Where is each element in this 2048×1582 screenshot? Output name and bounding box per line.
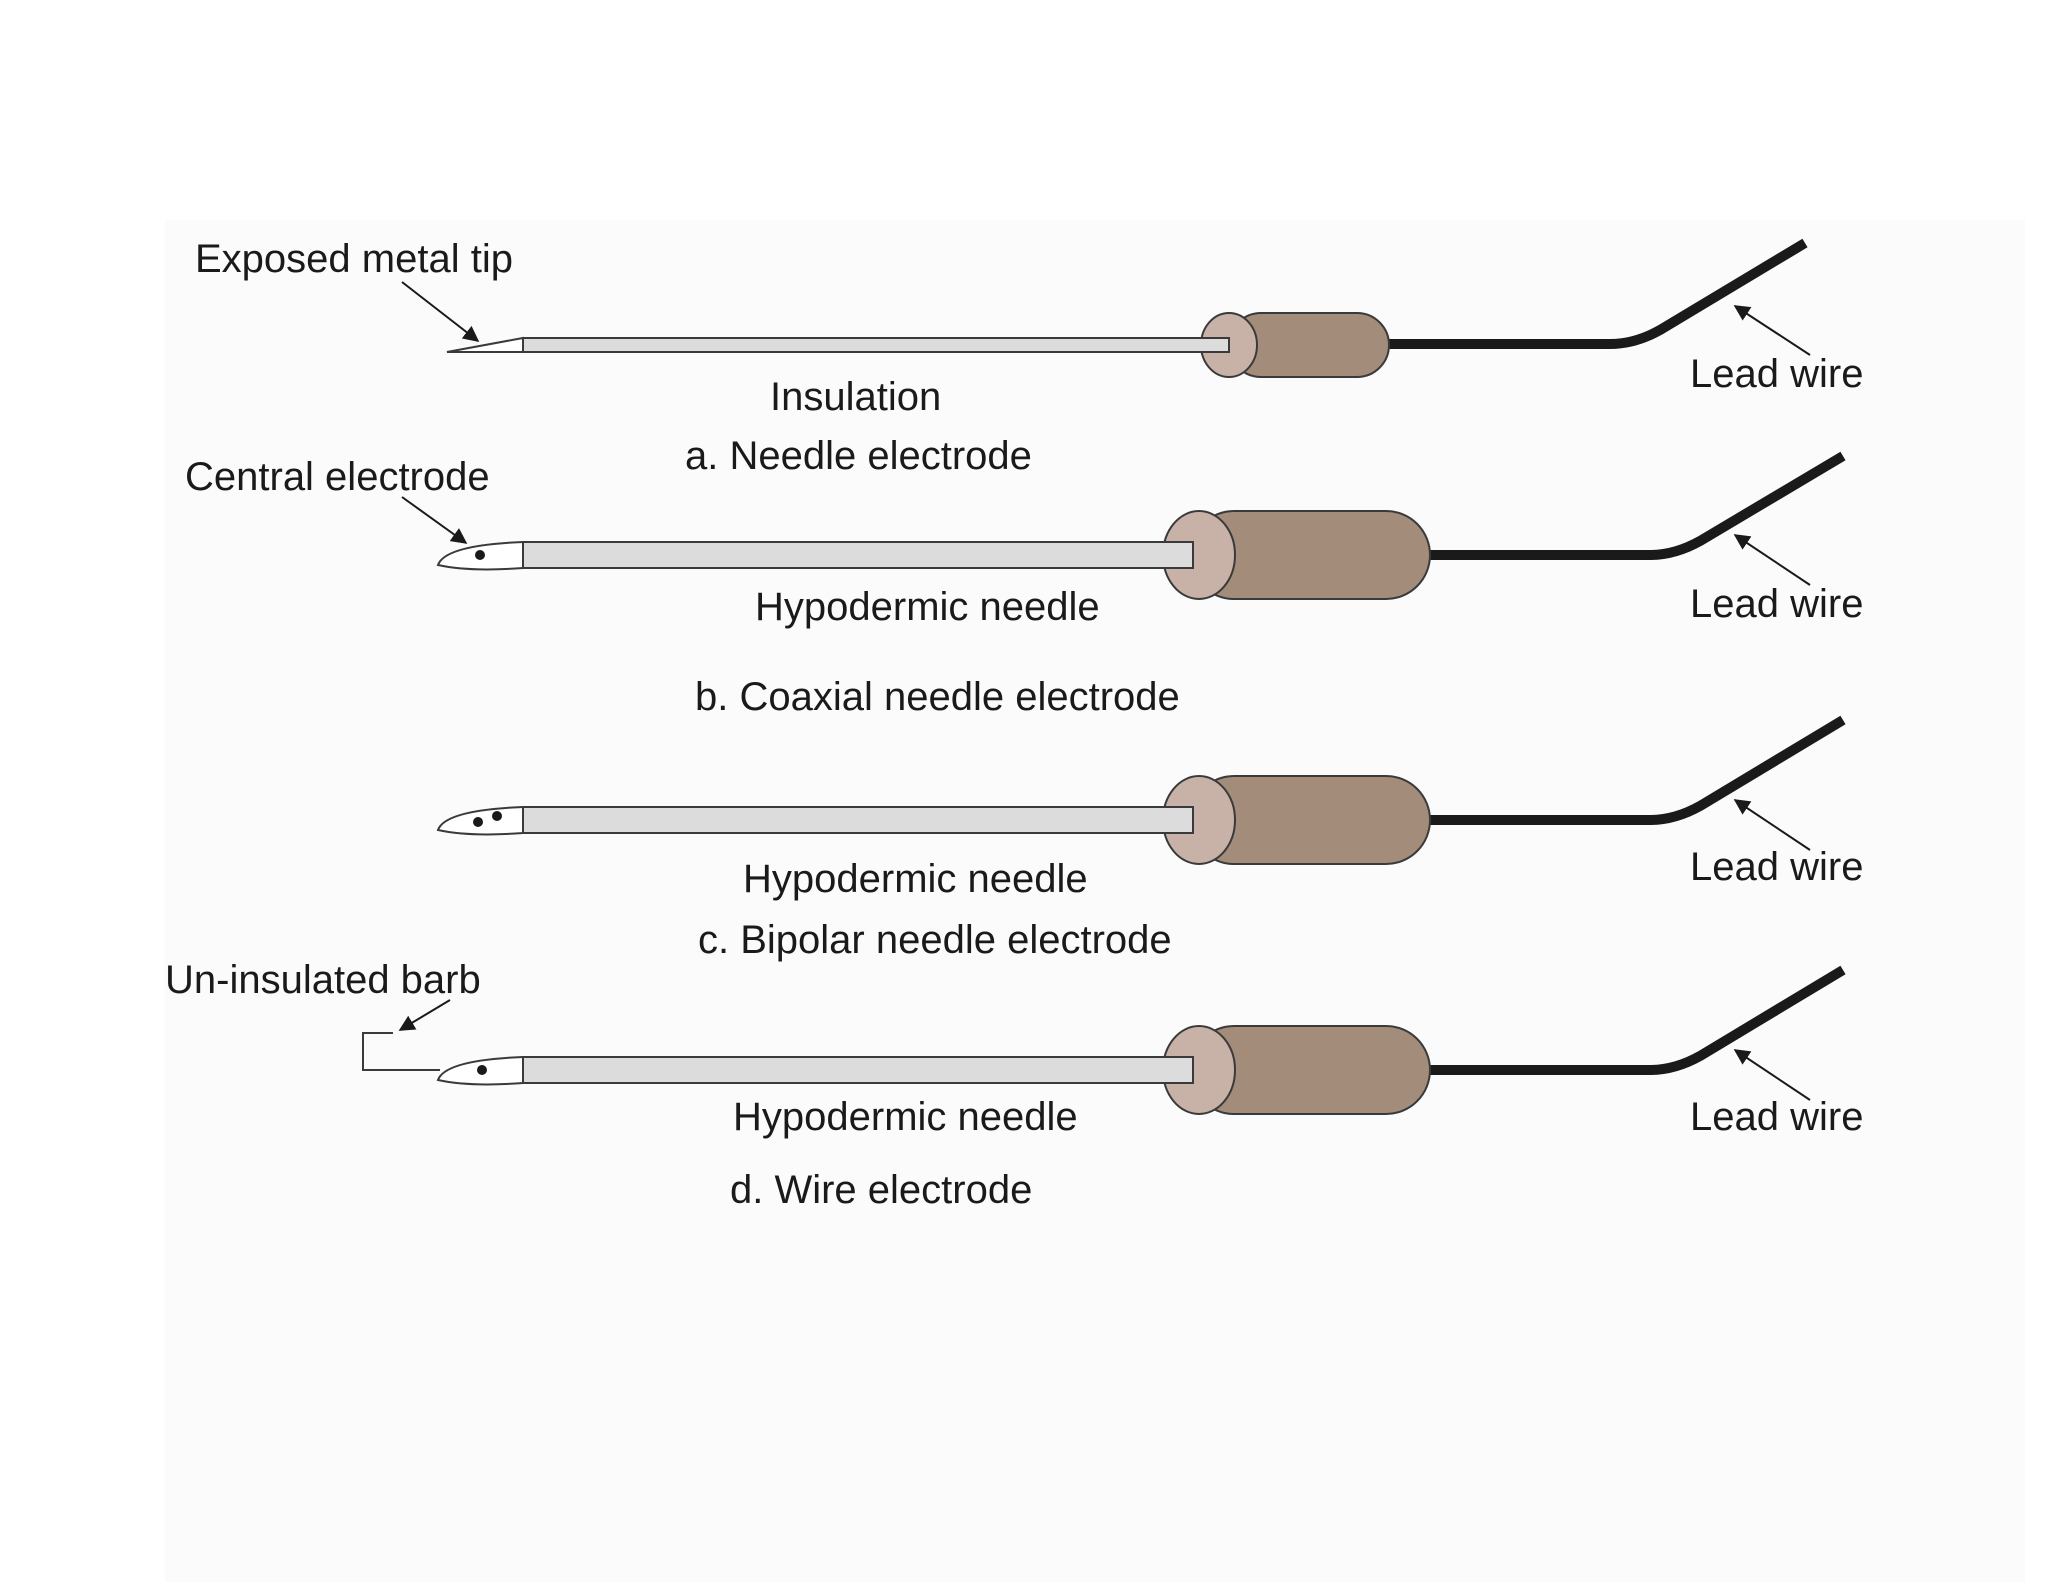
bipolar-electrode-dot-2-c	[492, 811, 502, 821]
needle-shaft-c	[522, 806, 1194, 834]
wire-pointer-a	[1733, 305, 1811, 356]
tip-pointer-b	[401, 496, 468, 544]
shaft-label-d: Hypodermic needle	[733, 1095, 1078, 1139]
shaft-label-c: Hypodermic needle	[743, 857, 1088, 901]
wire-label-c: Lead wire	[1690, 845, 1863, 889]
wire-label-a: Lead wire	[1690, 352, 1863, 396]
central-electrode-dot-b	[475, 550, 485, 560]
lead-wire-a	[1385, 238, 1808, 349]
shaft-label-a: Insulation	[770, 375, 941, 419]
tip-label-d: Un-insulated barb	[165, 958, 481, 1002]
caption-b: b. Coaxial needle electrode	[695, 675, 1180, 719]
caption-a: a. Needle electrode	[685, 434, 1032, 478]
wire-pointer-d	[1733, 1049, 1811, 1101]
tip-pointer-d	[398, 999, 451, 1031]
wire-pointer-c	[1733, 799, 1811, 851]
tip-pointer-a	[401, 281, 480, 342]
caption-d: d. Wire electrode	[730, 1168, 1032, 1212]
tip-label-b: Central electrode	[185, 455, 490, 499]
electrode-d-wire: Un-insulated barb Hypodermic needle d. W…	[165, 958, 1863, 1212]
needle-shaft-d	[522, 1056, 1194, 1084]
shaft-label-b: Hypodermic needle	[755, 585, 1100, 629]
electrode-a-needle: Exposed metal tip Insulation a. Needle e…	[195, 237, 1863, 478]
caption-c: c. Bipolar needle electrode	[698, 918, 1172, 962]
barb-wire-d	[362, 1032, 440, 1071]
wire-pointer-b	[1733, 534, 1811, 586]
needle-shaft-a	[522, 337, 1230, 353]
exposed-tip-a	[446, 336, 524, 353]
wire-label-b: Lead wire	[1690, 582, 1863, 626]
wire-label-d: Lead wire	[1690, 1095, 1863, 1139]
lead-wire-d	[1425, 965, 1846, 1075]
lead-wire-c	[1425, 715, 1846, 825]
wire-electrode-dot-d	[477, 1065, 487, 1075]
tip-label-a: Exposed metal tip	[195, 237, 513, 281]
electrode-c-bipolar: Hypodermic needle c. Bipolar needle elec…	[436, 715, 1863, 962]
background-panel	[165, 220, 2025, 1582]
lead-wire-b	[1425, 451, 1846, 560]
needle-shaft-b	[522, 541, 1194, 569]
bipolar-electrode-dot-1-c	[473, 817, 483, 827]
electrode-b-coaxial: Central electrode Hypodermic needle b. C…	[185, 451, 1863, 719]
